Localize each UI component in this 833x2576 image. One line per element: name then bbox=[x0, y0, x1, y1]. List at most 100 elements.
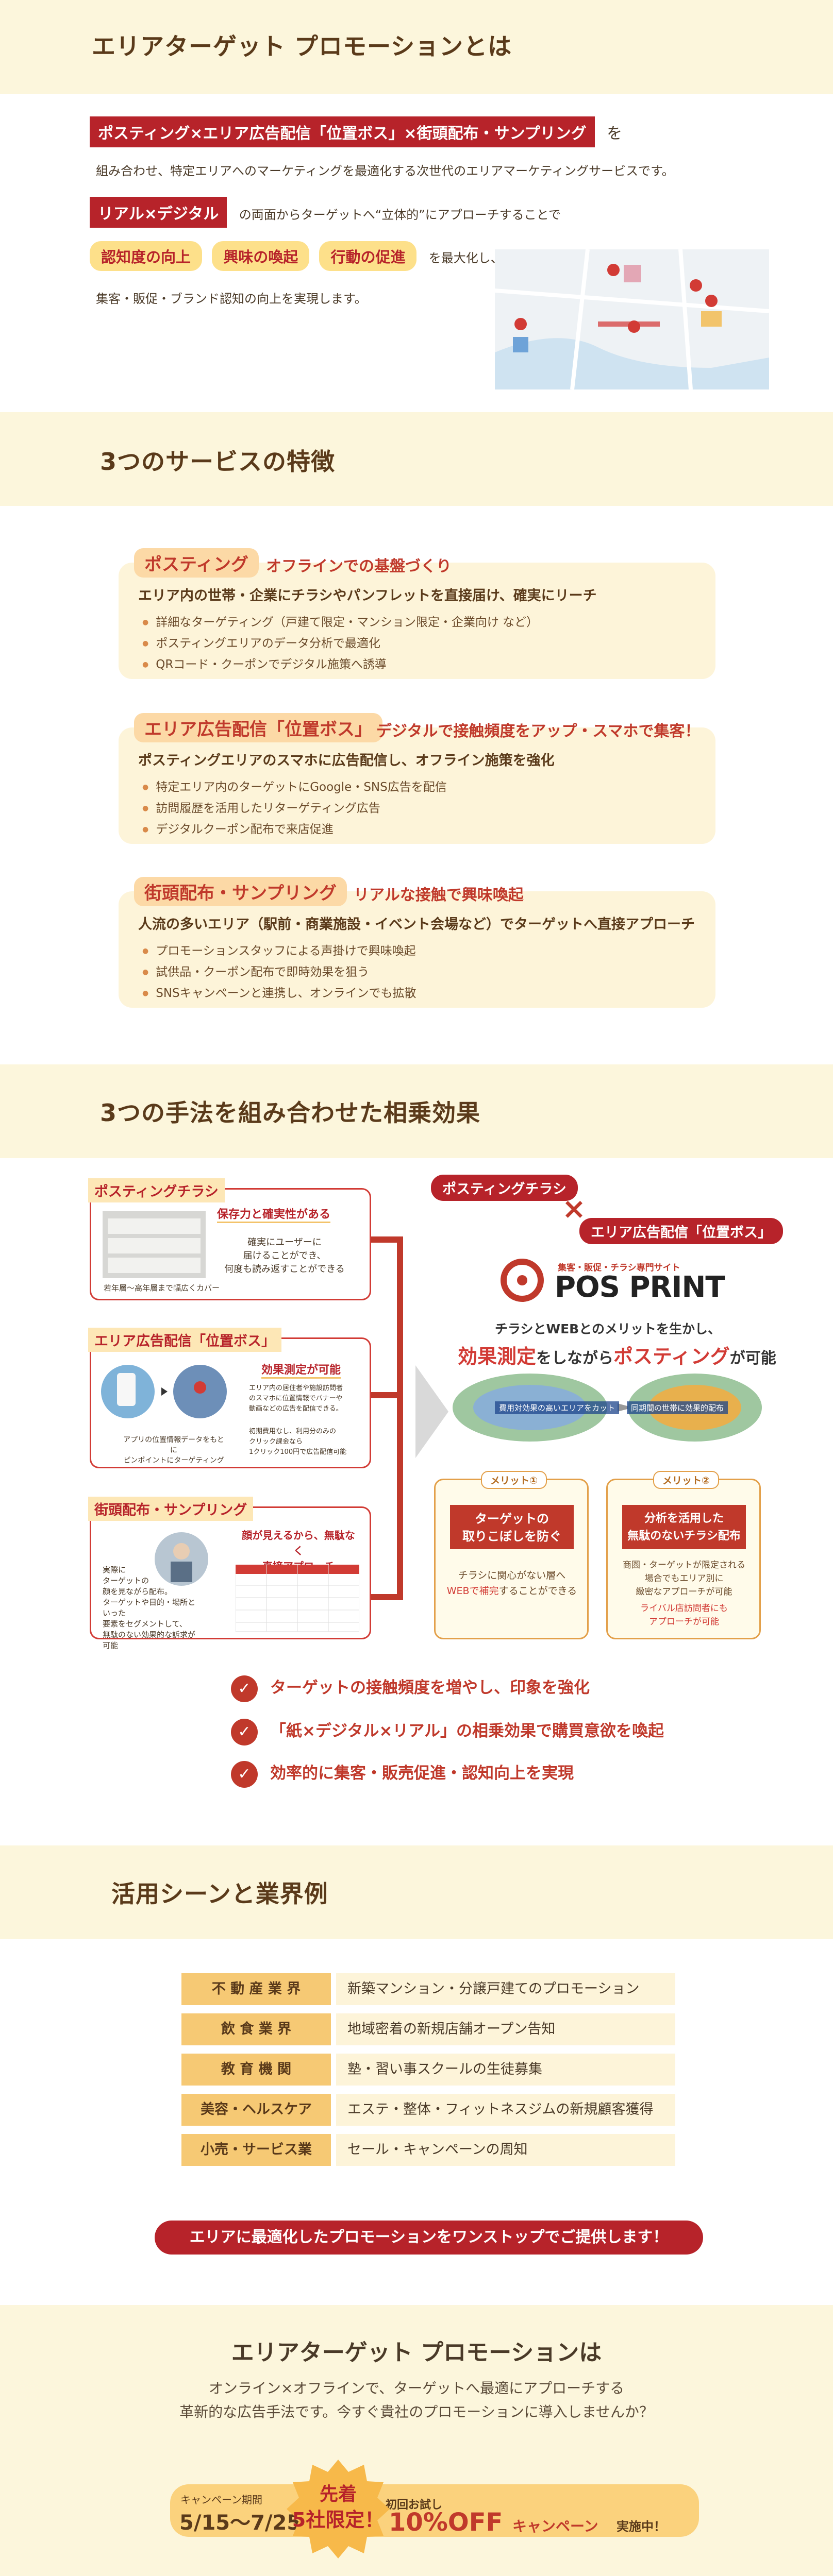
section2-header-band: 3つのサービスの特徴 bbox=[0, 412, 833, 506]
check-icon: ✓ bbox=[231, 1675, 258, 1702]
merit-heading: ターゲットの 取りこぼしを防ぐ bbox=[450, 1505, 574, 1549]
method-card-title: ポスティングチラシ bbox=[88, 1178, 225, 1202]
map-pin-icon bbox=[514, 264, 718, 333]
closing-line-2: 革新的な広告手法です。今すぐ貴社のプロモーションに導入しませんか？ bbox=[179, 2403, 654, 2420]
synergy-check-3: ✓ 効率的に集客・販売促進・認知向上を実現 bbox=[231, 1760, 574, 1788]
industry-name: 教 育 機 関 bbox=[181, 2054, 331, 2086]
check-icon: ✓ bbox=[231, 1760, 258, 1788]
intro-line-3: リアル×デジタル の両面からターゲットへ“立体的”にアプローチすることで bbox=[90, 197, 561, 228]
merit-body: チラシに関心がない層へ WEBで補完することができる bbox=[441, 1568, 583, 1599]
merit-tag: メリット① bbox=[481, 1471, 547, 1489]
badge-line-1: 先着 bbox=[319, 2484, 357, 2505]
check-text: 効率的に集客・販売促進・認知向上を実現 bbox=[270, 1764, 574, 1783]
industry-example: エステ・整体・フィットネスジムの新規顧客獲得 bbox=[336, 2094, 675, 2126]
campaign-discount: 10%OFF bbox=[389, 2508, 503, 2537]
section1-header-band: エリアターゲット プロモーションとは bbox=[0, 0, 833, 94]
check-icon: ✓ bbox=[231, 1718, 258, 1745]
section4-header-band: 活用シーンと業界例 bbox=[0, 1845, 833, 1939]
arrow-right-icon bbox=[618, 1403, 633, 1412]
feature-item: ポスティングエリアのデータ分析で最適化 bbox=[142, 633, 538, 651]
section3-header-band: 3つの手法を組み合わせた相乗効果 bbox=[0, 1064, 833, 1158]
combine-bracket-arrow bbox=[371, 1236, 448, 1600]
feature-subtitle: リアルな接触で興味喚起 bbox=[354, 886, 524, 904]
method-card-caption: アプリの位置情報データをもとに ピンポイントにターゲティング bbox=[123, 1436, 224, 1465]
intro-text: を最大化し、 bbox=[428, 251, 503, 265]
section3-title: 3つの手法を組み合わせた相乗効果 bbox=[100, 1099, 481, 1127]
feature-lead: 人流の多いエリア（駅前・商業施設・イベント会場など）でターゲットへ直接アプローチ bbox=[138, 917, 695, 933]
river-shape bbox=[495, 338, 769, 389]
synergy-check-2: ✓ 「紙×デジタル×リアル」の相乗効果で購買意欲を喚起 bbox=[231, 1718, 664, 1745]
feature-label: ポスティング bbox=[134, 548, 259, 578]
closing-line-1: オンライン×オフラインで、ターゲットへ最適にアプローチする bbox=[208, 2380, 625, 2397]
check-text: ターゲットの接触頻度を増やし、印象を強化 bbox=[270, 1679, 590, 1697]
pos-print-logo-icon bbox=[501, 1259, 544, 1302]
campaign-banner[interactable]: キャンペーン期間 5/15～7/25 初回お試し 10%OFF キャンペーン 実… bbox=[170, 2484, 699, 2537]
feature-list: プロモーションスタッフによる声掛けで興味喚起 試供品・クーポン配布で即時効果を狙… bbox=[142, 941, 416, 1004]
method-card-body: エリア内の居住者や施設訪問者 のスマホに位置情報でバナーや 動画などの広告を配信… bbox=[249, 1384, 343, 1413]
service-combo-tag: ポスティング×エリア広告配信「位置ボス」×街頭配布・サンプリング bbox=[90, 116, 595, 147]
headline-part: ポスティング bbox=[613, 1345, 730, 1368]
shop-icon bbox=[624, 265, 641, 282]
industry-example: 塾・習い事スクールの生徒募集 bbox=[336, 2054, 675, 2086]
intro-text: を bbox=[607, 125, 623, 143]
section1-title: エリアターゲット プロモーションとは bbox=[92, 32, 512, 60]
method-card-sampling: 街頭配布・サンプリング 実際に ターゲットの 顔を見ながら配布。 ターゲットや目… bbox=[88, 1497, 371, 1650]
area-map-illustration bbox=[495, 249, 769, 389]
merit-text: することができる bbox=[498, 1585, 577, 1597]
map-caption: 費用対効果の高いエリアをカット bbox=[495, 1401, 620, 1414]
merit-text-highlight: ライバル店訪問者にも アプローチが可能 bbox=[640, 1603, 728, 1627]
arrow-right-icon bbox=[161, 1387, 168, 1396]
headline-part: をしながら bbox=[536, 1349, 614, 1367]
store-icon bbox=[701, 311, 722, 327]
feature-card-sampling: 街頭配布・サンプリング リアルな接触で興味喚起 人流の多いエリア（駅前・商業施設… bbox=[119, 877, 715, 1008]
method-card-posting: ポスティングチラシ 保存力と確実性がある 確実にユーザーに 届けることができ、 … bbox=[88, 1178, 371, 1300]
feature-item: 試供品・クーポン配布で即時効果を狙う bbox=[142, 962, 416, 979]
check-text: 「紙×デジタル×リアル」の相乗効果で購買意欲を喚起 bbox=[270, 1722, 664, 1740]
mailbox-photo bbox=[103, 1211, 206, 1278]
feature-item: 詳細なターゲティング（戸建て限定・マンション限定・企業向け など） bbox=[142, 612, 538, 630]
feature-item: QRコード・クーポンでデジタル施策へ誘導 bbox=[142, 654, 538, 672]
feature-label: エリア広告配信「位置ボス」 bbox=[134, 713, 382, 742]
brand-logo-text: POS PRINT bbox=[555, 1270, 725, 1304]
campaign-period-label: キャンペーン期間 bbox=[180, 2494, 262, 2506]
merit-card-1: メリット① ターゲットの 取りこぼしを防ぐ チラシに関心がない層へ WEBで補完… bbox=[434, 1471, 589, 1639]
feature-lead: ポスティングエリアのスマホに広告配信し、オフライン施策を強化 bbox=[138, 753, 555, 769]
feature-card-posting: ポスティング オフラインでの基盤づくり エリア内の世帯・企業にチラシやパンフレッ… bbox=[119, 548, 715, 679]
brand-tagline: 集客・販促・チラシ専門サイト bbox=[558, 1263, 680, 1273]
map-caption: 同期間の世帯に効果的配布 bbox=[627, 1401, 728, 1414]
campaign-name: キャンペーン bbox=[512, 2518, 598, 2535]
feature-subtitle: オフラインでの基盤づくり bbox=[266, 557, 452, 575]
onestop-banner: エリアに最適化したプロモーションをワンストップでご提供します！ bbox=[155, 2221, 703, 2255]
section2-title: 3つのサービスの特徴 bbox=[100, 448, 336, 476]
goal-pill: 興味の喚起 bbox=[212, 241, 310, 271]
smartphone-map-illustration bbox=[101, 1365, 227, 1418]
headline-part: 効果測定 bbox=[458, 1345, 537, 1368]
targeting-table-illustration bbox=[236, 1565, 359, 1632]
industry-name: 不 動 産 業 界 bbox=[181, 1973, 331, 2005]
right-tag-ichiboss: エリア広告配信「位置ボス」 bbox=[579, 1218, 783, 1244]
method-card-title: 街頭配布・サンプリング bbox=[88, 1497, 254, 1521]
feature-card-ichiboss: エリア広告配信「位置ボス」 デジタルで接触頻度をアップ・スマホで集客！ ポスティ… bbox=[119, 713, 715, 844]
limited-badge-icon bbox=[287, 2460, 390, 2558]
feature-item: SNSキャンペーンと連携し、オンラインでも拡散 bbox=[142, 983, 416, 1001]
feature-subtitle: デジタルで接触頻度をアップ・スマホで集客！ bbox=[376, 722, 701, 740]
right-lead: チラシとWEBとのメリットを生かし、 bbox=[495, 1321, 721, 1336]
badge-line-2: 5社限定！ bbox=[292, 2509, 385, 2531]
method-card-heading: 効果測定が可能 bbox=[261, 1361, 341, 1379]
intro-line-1: ポスティング×エリア広告配信「位置ボス」×街頭配布・サンプリング を bbox=[90, 116, 622, 147]
method-card-ichiboss: エリア広告配信「位置ボス」 アプリの位置情報データをもとに ピンポイントにターゲ… bbox=[88, 1328, 371, 1468]
headline-part: が可能 bbox=[729, 1349, 776, 1367]
intro-line-4: 集客・販促・ブランド認知の向上を実現します。 bbox=[96, 292, 367, 306]
closing-title: エリアターゲット プロモーションは bbox=[231, 2340, 602, 2366]
campaign-status: 実施中！ bbox=[617, 2519, 666, 2534]
method-card-body: 初期費用なし、利用分のみの クリック課金なら 1クリック100円で広告配信可能 bbox=[249, 1428, 347, 1456]
merit-heading: 分析を活用した 無駄のないチラシ配布 bbox=[622, 1505, 746, 1549]
feature-lead: エリア内の世帯・企業にチラシやパンフレットを直接届け、確実にリーチ bbox=[138, 588, 597, 604]
method-card-title: エリア広告配信「位置ボス」 bbox=[88, 1328, 281, 1352]
merit-text: チラシに関心がない層へ bbox=[458, 1570, 566, 1581]
method-card-body: 確実にユーザーに 届けることができ、 何度も読み返すことができる bbox=[224, 1237, 345, 1275]
industry-example: 新築マンション・分譲戸建てのプロモーション bbox=[336, 1973, 675, 2005]
industry-example: 地域密着の新規店舗オープン告知 bbox=[336, 2013, 675, 2045]
merit-card-2: メリット② 分析を活用した 無駄のないチラシ配布 商圏・ターゲットが限定される … bbox=[606, 1471, 761, 1639]
feature-item: プロモーションスタッフによる声掛けで興味喚起 bbox=[142, 941, 416, 958]
